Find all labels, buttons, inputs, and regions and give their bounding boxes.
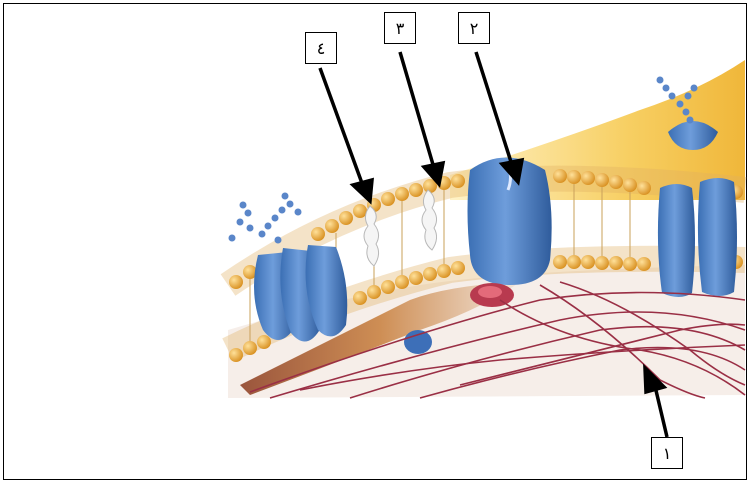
arrow-4 xyxy=(320,68,363,186)
arrow-3 xyxy=(400,52,434,168)
label-3-box: ٣ xyxy=(384,12,416,44)
label-2-box: ٢ xyxy=(458,12,490,44)
label-3-text: ٣ xyxy=(396,19,405,38)
arrow-4-head xyxy=(353,180,372,201)
label-4-box: ٤ xyxy=(305,32,337,64)
arrow-2 xyxy=(476,52,512,165)
label-1-box: ١ xyxy=(651,437,683,469)
channel-protein-icon xyxy=(468,158,552,286)
label-4-text: ٤ xyxy=(317,39,326,58)
label-1-text: ١ xyxy=(663,444,672,463)
transmembrane-protein-left xyxy=(254,245,347,342)
peripheral-protein-blue-small xyxy=(404,330,432,354)
peripheral-protein-red xyxy=(470,283,514,307)
label-2-text: ٢ xyxy=(470,19,479,38)
